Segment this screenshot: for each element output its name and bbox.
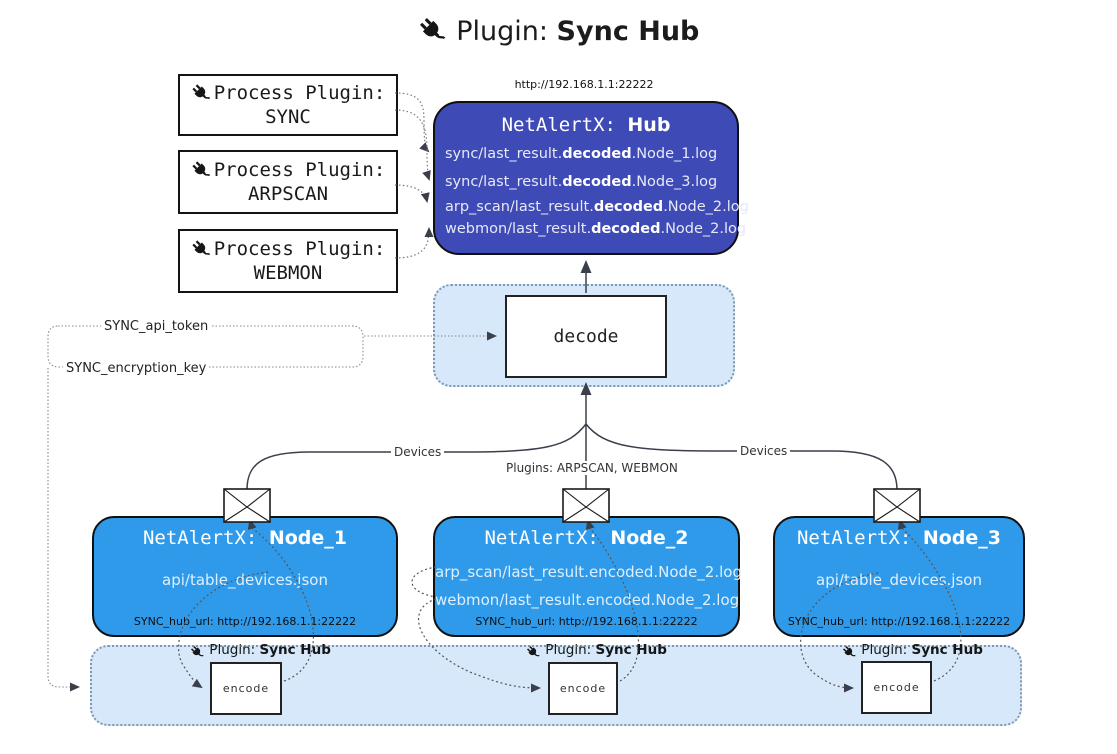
node-file: api/table_devices.json [816, 571, 982, 589]
process-plugin-box-arpscan: Process Plugin: ARPSCAN [178, 150, 398, 214]
node-hub-url: SYNC_hub_url: http://192.168.1.1:22222 [133, 615, 357, 628]
plug-icon [186, 155, 216, 185]
node-box-node1: NetAlertX: Node_1 api/table_devices.json… [92, 516, 398, 637]
encoder-plugin-label: Plugin: Sync Hub [526, 642, 667, 660]
process-plugin-label: Process Plugin: [213, 159, 386, 181]
process-plugin-name: ARPSCAN [247, 183, 329, 205]
title-bold: Sync Hub [556, 16, 700, 47]
node-box-node3: NetAlertX: Node_3 api/table_devices.json… [773, 516, 1025, 637]
hub-box: NetAlertX: Hub sync/last_result.decoded.… [433, 101, 749, 255]
encoder-plugin-label: Plugin: Sync Hub [190, 642, 331, 660]
node-file: api/table_devices.json [162, 571, 328, 589]
node-name: Node_3 [922, 527, 1001, 549]
plug-icon [186, 234, 216, 264]
devices-left-label: Devices [391, 445, 445, 459]
process-plugin-label: Process Plugin: [213, 82, 386, 104]
process-plugin-label: Process Plugin: [213, 238, 386, 260]
plugins-center-label: Plugins: ARPSCAN, WEBMON [503, 461, 681, 475]
page-title: Plugin: Sync Hub [0, 16, 1117, 47]
plug-icon [523, 642, 544, 663]
title-prefix: Plugin: [456, 16, 557, 47]
plug-icon [411, 10, 453, 52]
node-name: Node_1 [268, 527, 347, 549]
hub-url: http://192.168.1.1:22222 [514, 78, 654, 91]
plugin-to-hub-edges [394, 92, 434, 259]
hub-log-line: sync/last_result.decoded.Node_3.log [445, 174, 718, 190]
node-hub-url: SYNC_hub_url: http://192.168.1.1:22222 [475, 615, 698, 628]
node-file: webmon/last_result.encoded.Node_2.log [435, 591, 740, 609]
process-plugin-box-sync: Process Plugin: SYNC [178, 74, 398, 136]
hub-log-line: arp_scan/last_result.decoded.Node_2.log [445, 199, 749, 215]
plug-icon [839, 642, 860, 663]
hub-name-prefix: NetAlertX: [501, 114, 628, 136]
encode-box: encode [210, 662, 282, 715]
plug-icon [187, 642, 208, 663]
devices-right-label: Devices [737, 444, 791, 458]
node-file: arp_scan/last_result.encoded.Node_2.log [435, 563, 742, 581]
hub-log-line: sync/last_result.decoded.Node_1.log [445, 146, 718, 162]
sync-api-token-label: SYNC_api_token [101, 319, 212, 334]
sync-encryption-key-label: SYNC_encryption_key [63, 361, 210, 376]
node-hub-url: SYNC_hub_url: http://192.168.1.1:22222 [787, 615, 1011, 628]
process-plugin-name: WEBMON [253, 262, 323, 284]
process-plugin-name: SYNC [265, 106, 311, 128]
plug-icon [186, 78, 216, 108]
process-plugin-box-webmon: Process Plugin: WEBMON [178, 229, 398, 293]
encoder-plugin-label: Plugin: Sync Hub [842, 642, 983, 660]
node-name: Node_2 [610, 527, 689, 549]
hub-name: Hub [627, 114, 671, 136]
node-box-node2: NetAlertX: Node_2 arp_scan/last_result.e… [433, 516, 742, 637]
encode-box: encode [548, 662, 618, 715]
encode-box: encode [861, 661, 932, 714]
hub-log-line: webmon/last_result.decoded.Node_2.log [445, 221, 747, 237]
decode-box: decode [505, 295, 667, 378]
